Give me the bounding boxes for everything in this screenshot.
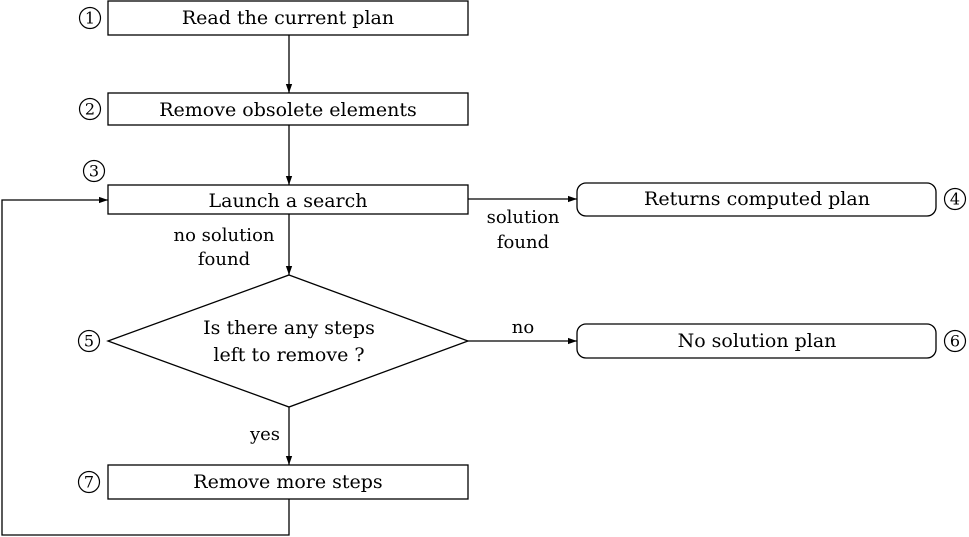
no-solution-label: No solution plan [678,330,837,352]
remove-obsolete-label: Remove obsolete elements [159,99,417,121]
marker-3: 3 [82,159,106,183]
no-solution-found-label-line1: no solution [174,225,275,246]
read-plan-label: Read the current plan [182,7,394,29]
node-remove-more: Remove more steps [107,464,469,500]
node-returns-plan: Returns computed plan [576,182,937,217]
read-plan-box [107,0,469,36]
decision-diamond [106,274,470,408]
launch-search-box [107,184,469,215]
remove-more-box [107,464,469,500]
marker-3-label: 3 [89,162,99,181]
marker-4-label: 4 [950,190,960,209]
no-solution-box [576,323,937,359]
marker-5: 5 [77,329,101,353]
edge-labels: solution found no solution found no yes [174,207,560,445]
marker-6: 6 [943,329,967,353]
edges [1,35,577,536]
returns-plan-box [576,182,937,217]
marker-7: 7 [77,470,101,494]
node-decision: Is there any steps left to remove ? [106,274,470,408]
remove-more-label: Remove more steps [193,471,382,493]
marker-4: 4 [943,187,967,211]
node-launch-search: Launch a search [107,184,469,215]
marker-5-label: 5 [84,332,94,351]
returns-plan-label: Returns computed plan [644,188,870,210]
marker-2-label: 2 [85,100,95,119]
decision-label-line2: left to remove ? [213,344,364,366]
marker-1-label: 1 [85,9,95,28]
decision-label-line1: Is there any steps [203,317,375,339]
no-solution-found-label-line2: found [198,249,250,270]
remove-obsolete-box [107,92,469,126]
node-no-solution: No solution plan [576,323,937,359]
step-markers: 1 2 3 4 5 6 7 [77,6,967,494]
marker-6-label: 6 [950,332,960,351]
solution-found-label-line2: found [497,232,549,253]
marker-1: 1 [78,6,102,30]
solution-found-label-line1: solution [487,207,560,228]
launch-search-label: Launch a search [209,190,368,212]
no-label: no [512,317,534,338]
edge-remove-more-loop-back [1,196,290,536]
marker-7-label: 7 [84,473,94,492]
node-read-plan: Read the current plan [107,0,469,36]
yes-label: yes [249,424,280,445]
marker-2: 2 [78,97,102,121]
node-remove-obsolete: Remove obsolete elements [107,92,469,126]
